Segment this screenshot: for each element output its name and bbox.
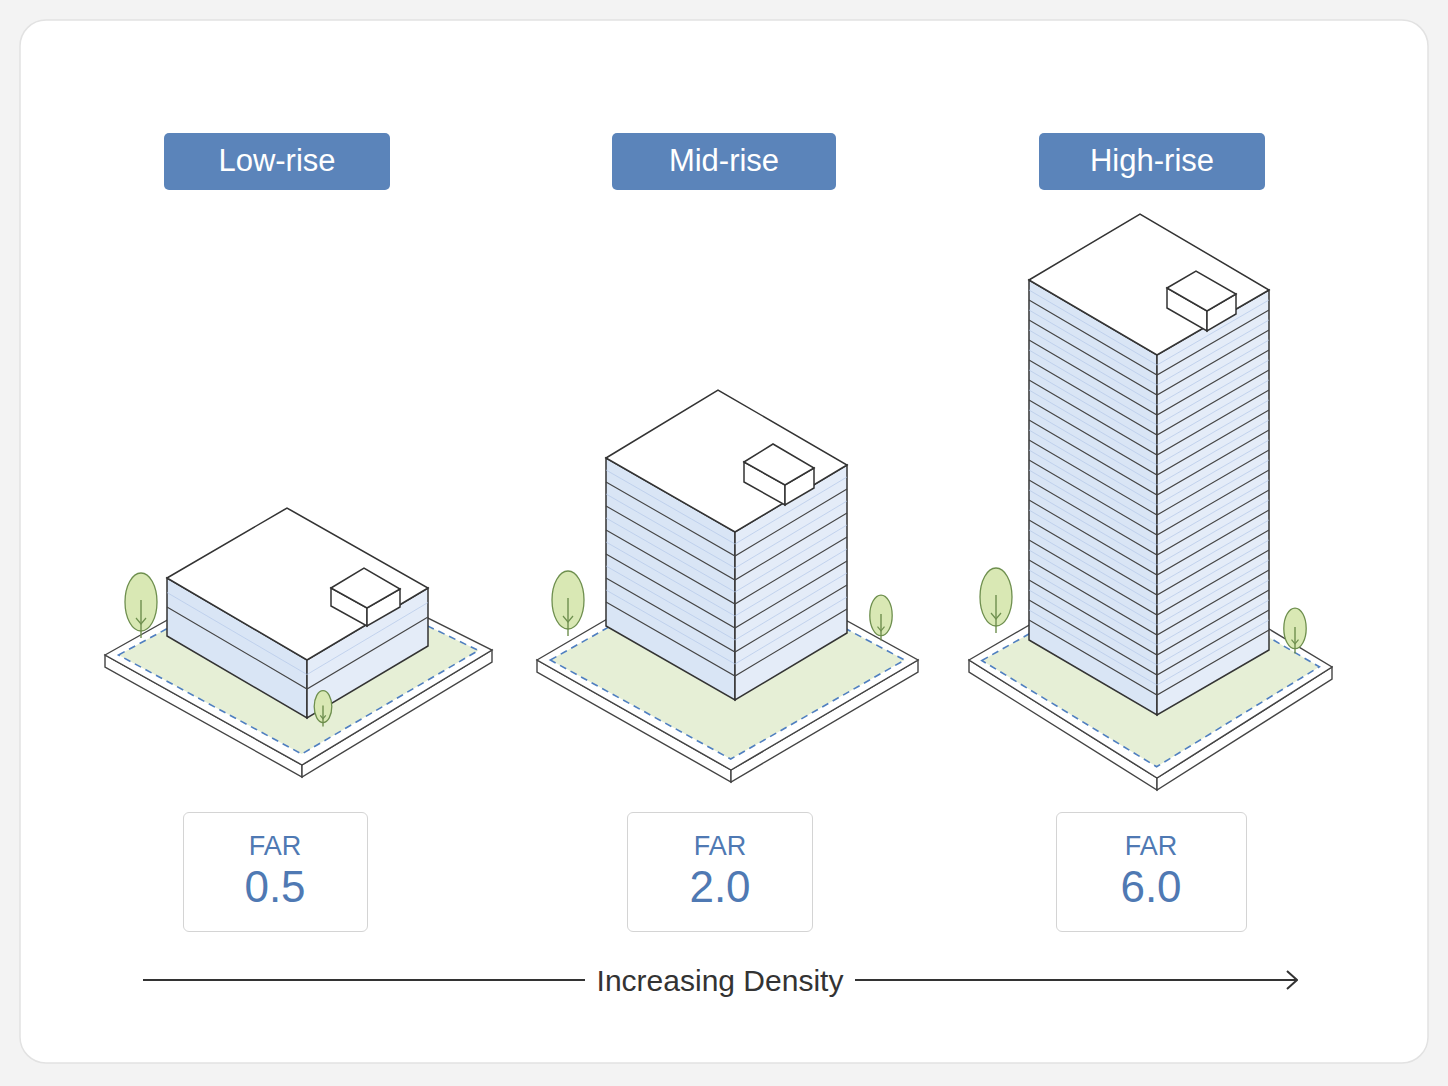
category-label: Mid-rise xyxy=(669,143,779,179)
roof-unit xyxy=(331,568,400,626)
far-value: 2.0 xyxy=(689,862,750,913)
tree xyxy=(125,573,157,638)
low-rise-building xyxy=(167,508,428,718)
tree xyxy=(980,568,1012,633)
card xyxy=(20,20,1428,1063)
high-rise-building xyxy=(1029,214,1269,715)
roof-unit xyxy=(744,444,814,505)
far-caption: FAR xyxy=(249,831,302,862)
category-tag: High-rise xyxy=(1039,133,1265,190)
category-label: High-rise xyxy=(1090,143,1214,179)
tree xyxy=(552,571,584,636)
category-label: Low-rise xyxy=(218,143,335,179)
mid-rise-building xyxy=(606,390,847,700)
tree xyxy=(870,595,892,640)
roof-unit xyxy=(1167,271,1236,331)
tree xyxy=(314,691,332,727)
far-value: 0.5 xyxy=(244,862,305,913)
far-box: FAR0.5 xyxy=(183,812,368,932)
far-caption: FAR xyxy=(694,831,747,862)
category-tag: Low-rise xyxy=(164,133,390,190)
far-caption: FAR xyxy=(1125,831,1178,862)
category-tag: Mid-rise xyxy=(612,133,836,190)
far-value: 6.0 xyxy=(1120,862,1181,913)
tree xyxy=(1284,608,1306,653)
axis-label: Increasing Density xyxy=(585,964,856,998)
far-box: FAR6.0 xyxy=(1056,812,1247,932)
far-box: FAR2.0 xyxy=(627,812,813,932)
